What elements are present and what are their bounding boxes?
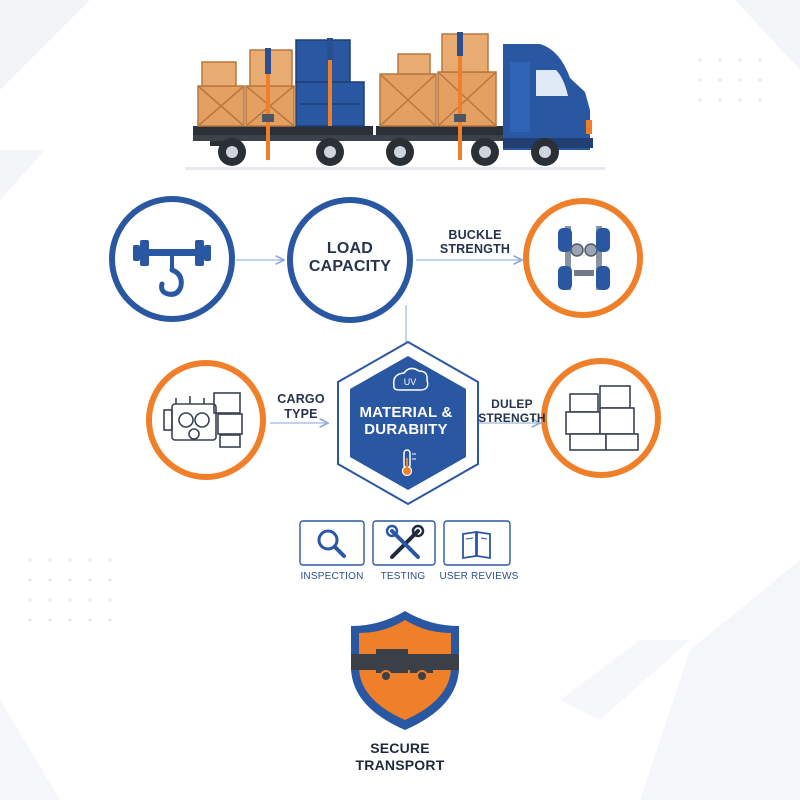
buckle-icon — [523, 198, 643, 318]
material-durability-label: MATERIAL &DURABIITY — [359, 404, 453, 438]
book-icon — [443, 520, 511, 566]
connector-lines — [236, 260, 540, 423]
lifting-hook-icon — [109, 196, 235, 322]
load-capacity-node — [287, 197, 413, 323]
inspection-label: INSPECTION — [300, 571, 364, 582]
box-stack-icon — [541, 358, 661, 478]
truck-icon — [185, 44, 605, 170]
cloud-icon — [392, 367, 429, 391]
engine-icon — [146, 360, 266, 480]
uv-badge: UV — [404, 377, 417, 387]
testing-label: TESTING — [380, 571, 426, 582]
user-reviews-label: USER REVIEWS — [439, 571, 519, 582]
thermometer-icon — [401, 449, 416, 477]
material-durability-node — [337, 340, 479, 506]
shield-icon — [351, 611, 459, 730]
cargo-box-icon — [197, 32, 497, 160]
search-icon — [299, 520, 365, 566]
tools-icon — [372, 520, 436, 566]
